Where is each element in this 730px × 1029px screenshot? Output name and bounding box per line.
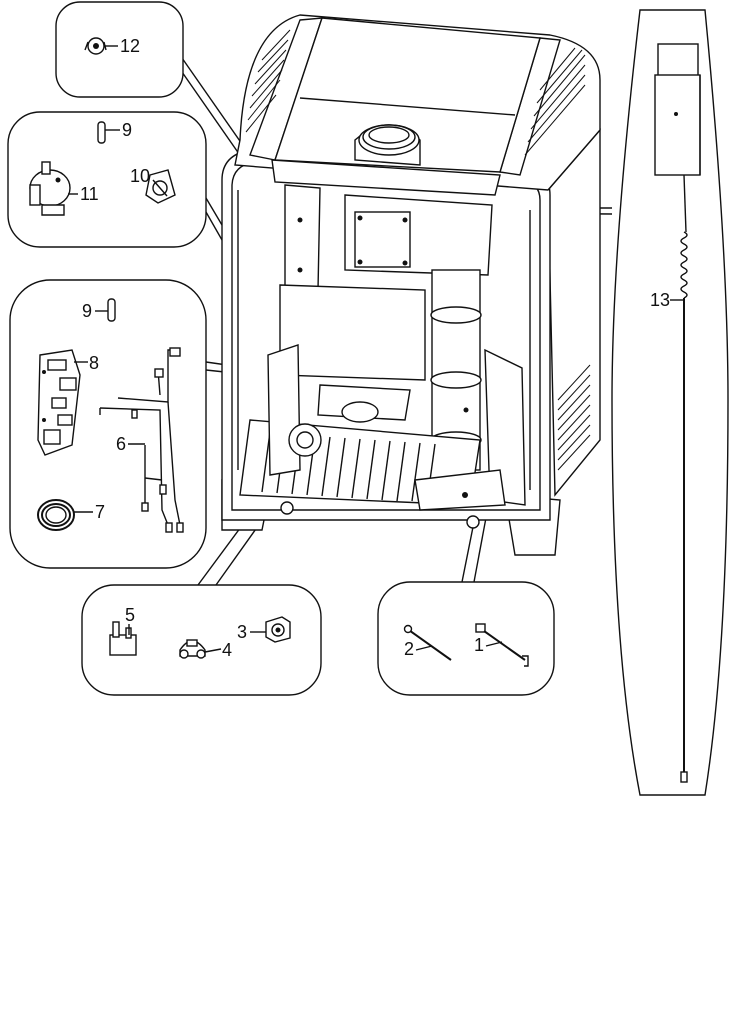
- part-box-13: 13: [611, 9, 729, 796]
- part-box-13-frame: [611, 9, 729, 796]
- top-lid-seam: [299, 97, 516, 116]
- part-box-6-7-8-9: 9 8: [9, 279, 207, 569]
- callout-1: 1: [474, 635, 484, 655]
- left-ignition-bracket: [267, 344, 301, 476]
- part-box-12-frame: [55, 1, 184, 98]
- right-control-panel: [484, 348, 526, 506]
- callout-2: 2: [404, 639, 414, 659]
- part-1-leader: [485, 641, 503, 647]
- callout-7: 7: [95, 502, 105, 522]
- callout-5: 5: [125, 605, 135, 625]
- callout-11: 11: [80, 184, 99, 204]
- heater-unit: [221, 14, 601, 556]
- part-box-12: 12: [55, 1, 184, 98]
- callout-8: 8: [89, 353, 99, 373]
- part-8-icon: [37, 349, 81, 456]
- part-6-icon: [99, 347, 184, 533]
- blower-wheel: [341, 401, 379, 423]
- part-9-icon-lower: [107, 298, 116, 322]
- flue-collar: [354, 124, 421, 166]
- part-13-icon: [654, 43, 701, 783]
- callout-4: 4: [222, 640, 232, 660]
- part-box-1-2-frame: [377, 581, 555, 696]
- callout-6: 6: [116, 434, 126, 454]
- part-4-leader: [204, 648, 222, 653]
- combustion-chamber: [279, 284, 426, 381]
- front-upper-rail: [271, 159, 501, 196]
- drain-port-right: [466, 515, 480, 529]
- bottom-manifold: [414, 469, 506, 511]
- part-box-3-4-5: 5 4 3: [81, 584, 322, 696]
- part-7-icon: [37, 499, 75, 531]
- part-box-3-4-5-frame: [81, 584, 322, 696]
- callout-12: 12: [120, 36, 140, 56]
- callout-3: 3: [237, 622, 247, 642]
- exchanger-cover-plate: [354, 211, 411, 268]
- unit-side-right: [547, 128, 601, 497]
- vent-slots-top-right: [524, 47, 586, 156]
- part-12-icon: [84, 37, 107, 55]
- vent-slots-right: [557, 364, 591, 471]
- part-10-icon: [145, 169, 176, 204]
- part-11-icon: [29, 161, 71, 216]
- callout-9-lower: 9: [82, 301, 92, 321]
- part-2-icon: [403, 624, 452, 661]
- callout-10: 10: [130, 166, 150, 186]
- vent-slots-top-left: [245, 29, 291, 133]
- part-2-leader: [415, 645, 433, 651]
- callout-13: 13: [650, 290, 670, 310]
- left-bracket: [284, 184, 321, 291]
- part-box-1-2: 2 1: [377, 581, 555, 696]
- part-box-9-10-11: 9 11 10: [7, 111, 207, 248]
- part-9-icon: [97, 121, 106, 144]
- drain-port-left: [280, 501, 294, 515]
- part-1-icon: [475, 623, 529, 667]
- part-3-icon: [265, 616, 291, 643]
- callout-9-top: 9: [122, 120, 132, 140]
- part-4-icon: [179, 639, 206, 659]
- top-lid: [274, 17, 541, 173]
